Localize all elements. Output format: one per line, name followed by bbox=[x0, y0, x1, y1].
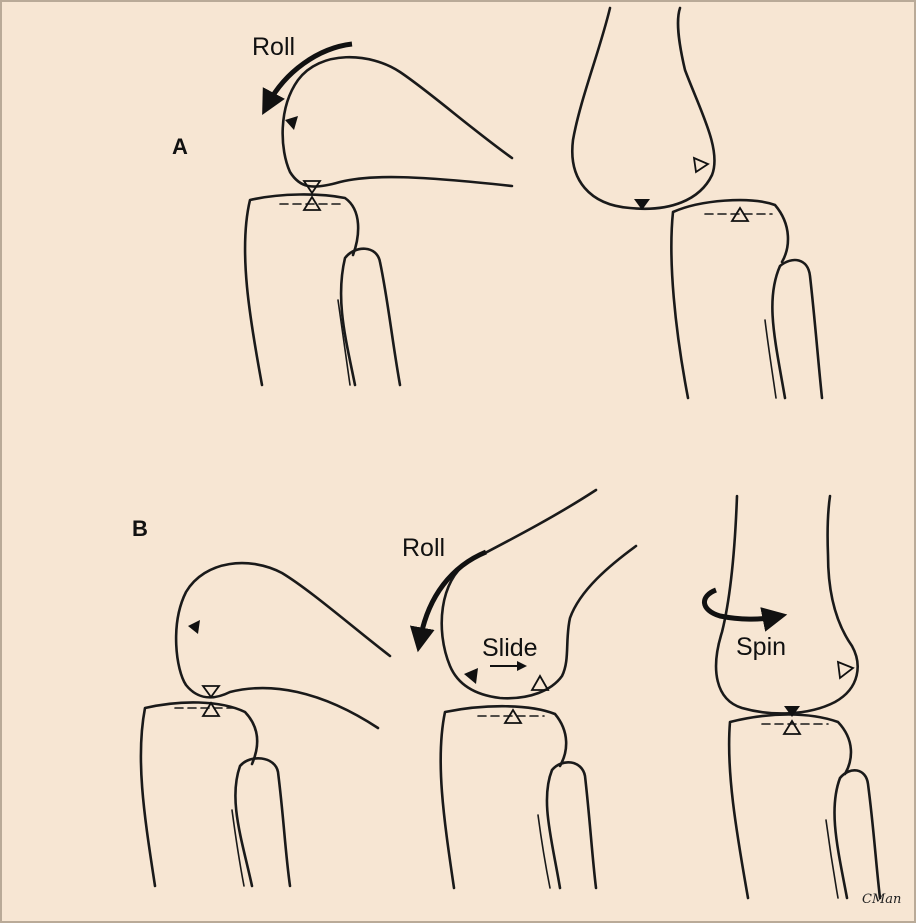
b2-fibula bbox=[547, 762, 596, 888]
a1-roll-label: Roll bbox=[252, 33, 295, 61]
b1-joint bbox=[141, 563, 390, 886]
b2-joint: Roll Slide bbox=[402, 490, 636, 888]
artist-signature: CMan bbox=[862, 892, 901, 907]
panel-b-label: B bbox=[132, 516, 148, 541]
b3-spin-arrow bbox=[704, 590, 775, 619]
b2-roll-arrow bbox=[420, 552, 486, 640]
panel-b: B Roll Slide bbox=[132, 490, 901, 907]
b2-femur-front bbox=[442, 490, 636, 698]
b2-roll-label: Roll bbox=[402, 534, 445, 562]
panel-a-label: A bbox=[172, 134, 188, 159]
a1-flexed-joint: Roll bbox=[245, 33, 512, 385]
b1-fibula bbox=[235, 758, 290, 886]
a2-neutral-joint bbox=[572, 8, 822, 398]
b3-fibula bbox=[834, 770, 880, 898]
b2-slide-label: Slide bbox=[482, 634, 538, 662]
a2-femur bbox=[572, 8, 714, 209]
a1-femur bbox=[283, 57, 512, 186]
a2-fibula bbox=[772, 260, 822, 398]
a2-tibia bbox=[671, 200, 788, 398]
b3-femur bbox=[716, 496, 858, 713]
b3-joint: Spin bbox=[704, 496, 880, 898]
panel-a: A Roll bbox=[172, 8, 822, 398]
b3-spin-label: Spin bbox=[736, 633, 786, 661]
a1-fibula bbox=[341, 249, 400, 385]
